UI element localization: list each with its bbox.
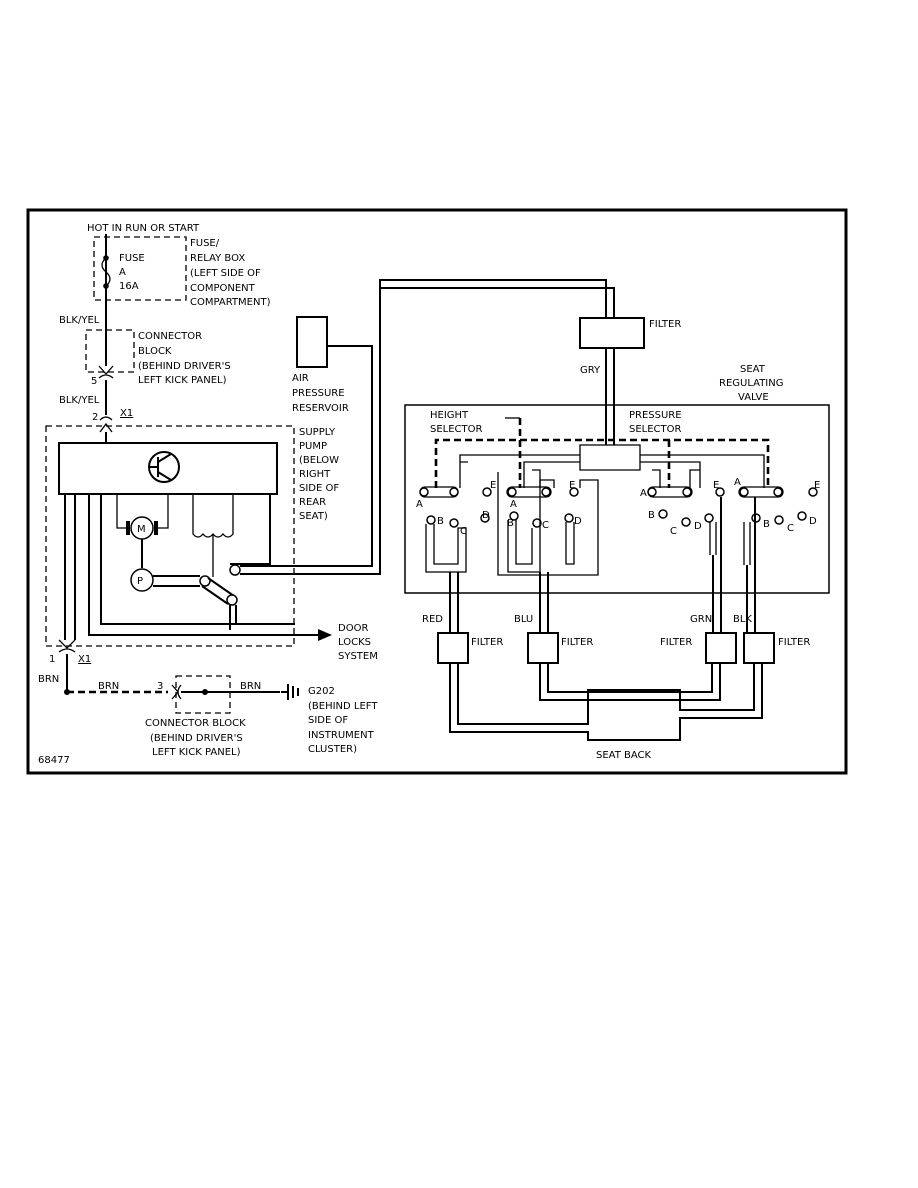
port-b-4: B	[763, 519, 770, 530]
filter-blk-label: FILTER	[778, 637, 810, 648]
seat-back-label: SEAT BACK	[596, 750, 652, 761]
port-c-4: C	[787, 523, 794, 534]
connector-x1-bottom: X1	[78, 654, 91, 665]
port-a-3: A	[640, 488, 647, 499]
seat-regulating-valve	[404, 404, 830, 594]
fuse-box-label: FUSE/ RELAY BOX (LEFT SIDE OF COMPONENT …	[190, 238, 271, 308]
port-c-3: C	[670, 526, 677, 537]
ground-icon	[281, 684, 299, 700]
port-e-1: E	[490, 480, 496, 491]
filter-grn-label: FILTER	[660, 637, 692, 648]
fuse-id: A	[119, 267, 126, 278]
pump-symbol: P	[137, 576, 143, 587]
port-d-3: D	[694, 521, 702, 532]
pressure-selector-label: PRESSURE SELECTOR	[629, 410, 685, 435]
wire-label-red: RED	[422, 614, 443, 625]
port-e-2: E	[569, 480, 575, 491]
height-selector-label: HEIGHT SELECTOR	[430, 410, 483, 435]
port-e-4: E	[814, 480, 820, 491]
port-c-2: C	[542, 520, 549, 531]
control-module	[58, 442, 278, 495]
motor-symbol: M	[137, 524, 146, 535]
wire-label-grn: GRN	[690, 614, 712, 625]
filter-blu-label: FILTER	[561, 637, 593, 648]
connector-block-bottom	[175, 675, 231, 714]
port-d-1: D	[482, 510, 490, 521]
diagram-frame	[26, 208, 848, 775]
air-reservoir-label: AIR PRESSURE RESERVOIR	[292, 373, 349, 414]
valve-label: SEAT REGULATING VALVE	[719, 364, 787, 403]
fuse-symbol	[101, 257, 111, 287]
transistor-icon	[148, 451, 180, 483]
hot-in-run-label: HOT IN RUN OR START	[87, 223, 200, 234]
fuse-rating: 16A	[119, 281, 139, 292]
connector-block-bottom-label: CONNECTOR BLOCK (BEHIND DRIVER'S LEFT KI…	[145, 718, 249, 758]
pin-2: 2	[92, 412, 98, 423]
supply-pump-label: SUPPLY PUMP (BELOW RIGHT SIDE OF REAR SE…	[299, 427, 342, 522]
solenoid-coil	[192, 494, 234, 538]
fuse-relay-box	[93, 236, 187, 301]
wire-label-brn-1: BRN	[38, 674, 59, 685]
filter-red-label: FILTER	[471, 637, 503, 648]
wire-label-blu: BLU	[514, 614, 533, 625]
wire-label-gry: GRY	[580, 365, 601, 376]
port-c-1: C	[460, 526, 467, 537]
port-b-1: B	[437, 516, 444, 527]
connector-x1-top: X1	[120, 408, 133, 419]
wire-label-blk-yel-2: BLK/YEL	[59, 395, 100, 406]
pump-icon	[130, 568, 154, 592]
wire-label-brn-3: BRN	[240, 681, 261, 692]
filter-blk	[743, 632, 775, 664]
filter-red	[437, 632, 469, 664]
pin-3: 3	[157, 681, 163, 692]
filter-blu	[527, 632, 559, 664]
air-pressure-reservoir	[296, 316, 328, 368]
filter-top	[579, 317, 645, 349]
wire-label-blk-yel-1: BLK/YEL	[59, 315, 100, 326]
port-e-3: E	[713, 480, 719, 491]
supply-pump-box	[45, 425, 295, 647]
pin-1: 1	[49, 654, 55, 665]
pin-5: 5	[91, 376, 97, 387]
port-b-2: B	[507, 518, 514, 529]
port-b-3: B	[648, 510, 655, 521]
filter-grn	[705, 632, 737, 664]
door-locks-label: DOOR LOCKS SYSTEM	[338, 623, 378, 662]
fuse-label: FUSE	[119, 253, 145, 264]
figure-number: 68477	[38, 755, 70, 766]
port-a-4: A	[734, 477, 741, 488]
ground-label: G202 (BEHIND LEFT SIDE OF INSTRUMENT CLU…	[308, 686, 381, 755]
filter-top-label: FILTER	[649, 319, 681, 330]
wire-label-brn-2: BRN	[98, 681, 119, 692]
port-d-2: D	[574, 516, 582, 527]
port-a-1: A	[416, 499, 423, 510]
connector-block-top-label: CONNECTOR BLOCK (BEHIND DRIVER'S LEFT KI…	[138, 331, 234, 386]
connector-block-top	[85, 329, 135, 373]
port-a-2: A	[510, 499, 517, 510]
port-d-4: D	[809, 516, 817, 527]
wire-label-blk: BLK	[733, 614, 752, 625]
